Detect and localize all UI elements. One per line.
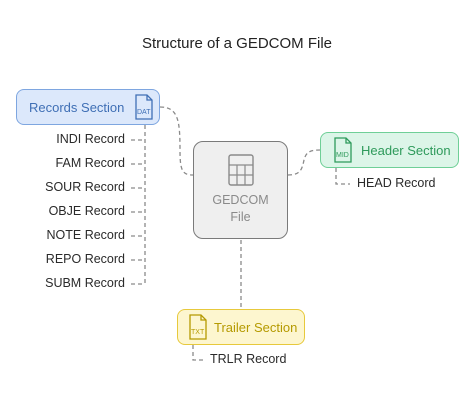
- mid-file-icon-text: MID: [336, 152, 349, 159]
- trailer-section-label: Trailer Section: [214, 319, 298, 335]
- gedcom-file-label: GEDCOM File: [212, 192, 268, 226]
- txt-file-icon-text: TXT: [191, 329, 205, 336]
- record-fam: FAM Record: [55, 156, 125, 170]
- record-indi: INDI Record: [56, 132, 125, 146]
- dat-file-icon-text: DAT: [137, 109, 151, 116]
- record-subm: SUBM Record: [45, 276, 125, 290]
- trailer-section-box[interactable]: TXT Trailer Section: [177, 309, 305, 345]
- header-section-label: Header Section: [361, 142, 451, 158]
- record-sour: SOUR Record: [45, 180, 125, 194]
- spreadsheet-icon: [227, 154, 254, 186]
- diagram-title: Structure of a GEDCOM File: [141, 35, 333, 52]
- record-trlr: TRLR Record: [210, 352, 287, 366]
- records-section-box[interactable]: Records Section DAT: [16, 89, 160, 125]
- record-head: HEAD Record: [357, 176, 436, 190]
- gedcom-file-box[interactable]: GEDCOM File: [193, 141, 288, 239]
- txt-file-icon: TXT: [189, 314, 207, 340]
- record-repo: REPO Record: [45, 252, 125, 266]
- connector-records-center: [159, 106, 194, 176]
- gedcom-file-label-line1: GEDCOM: [212, 193, 269, 207]
- gedcom-file-label-line2: File: [230, 210, 251, 224]
- dat-file-icon: DAT: [135, 94, 154, 120]
- records-section-label: Records Section: [29, 99, 125, 115]
- record-note: NOTE Record: [46, 228, 126, 242]
- bracket-header: [335, 168, 350, 185]
- connector-center-header: [287, 149, 321, 176]
- record-obje: OBJE Record: [48, 204, 125, 218]
- bracket-trailer: [192, 345, 206, 361]
- header-section-box[interactable]: MID Header Section: [320, 132, 459, 168]
- mid-file-icon: MID: [334, 137, 352, 163]
